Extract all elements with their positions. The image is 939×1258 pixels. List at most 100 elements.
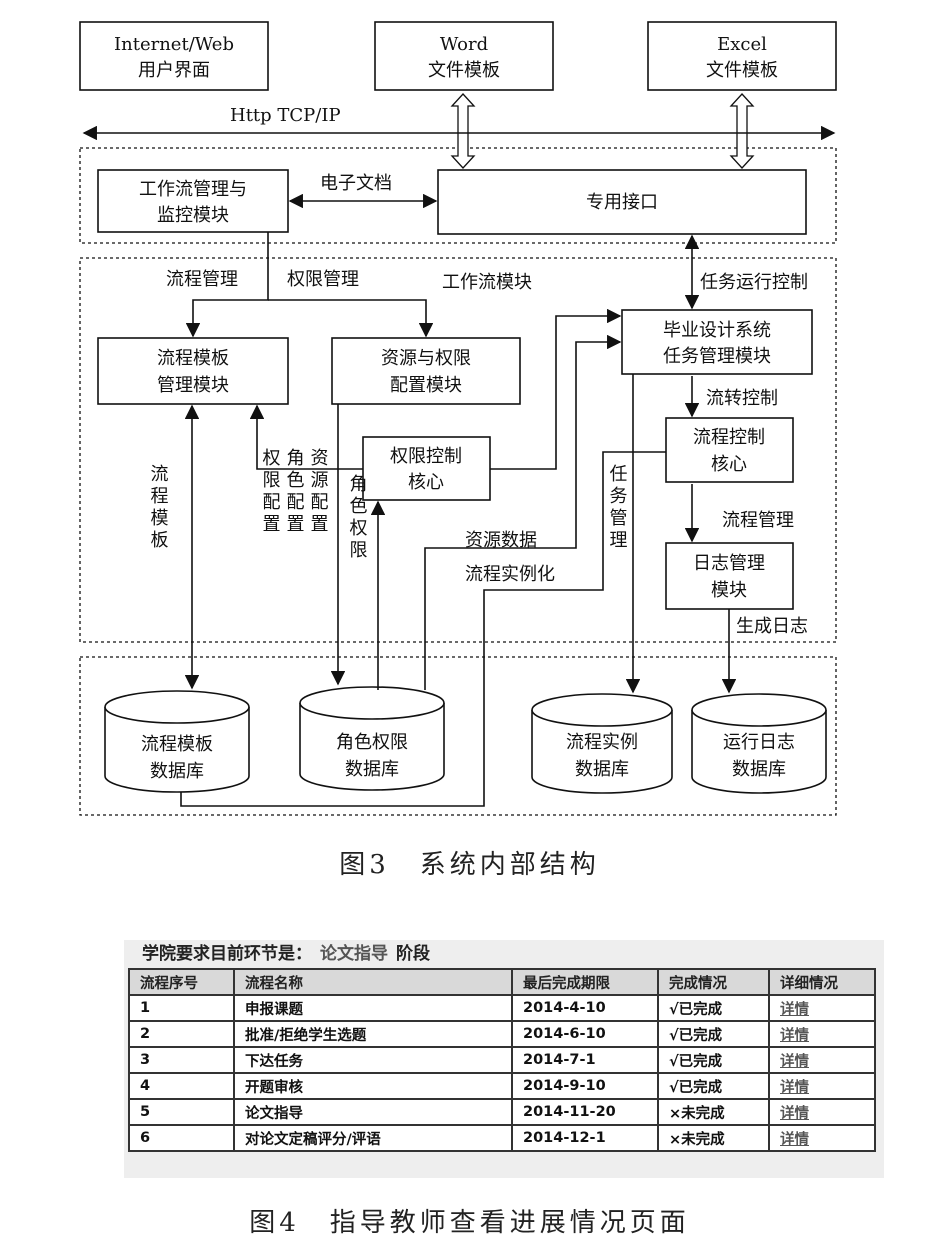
workflow-monitor-label-line1: 工作流管理与 [139, 179, 247, 200]
resource-config-vertical-label: 资源配置 [308, 448, 329, 536]
row-status: ×未完成 [657, 1098, 770, 1126]
resource-data-label: 资源数据 [465, 530, 537, 551]
row-seq: 6 [128, 1124, 235, 1152]
system-architecture-diagram: Internet/Web 用户界面 Word 文件模板 Excel 文件模板 工… [79, 21, 837, 816]
flow-control-core-box [665, 417, 794, 483]
table-row: 6 对论文定稿评分/评语 2014-12-1 ×未完成 详情 [128, 1124, 876, 1152]
excel-label-line1: Excel [717, 34, 767, 55]
detail-link[interactable]: 详情 [768, 1046, 876, 1074]
http-label: Http TCP/IP [230, 105, 341, 126]
database-run-log [691, 710, 827, 794]
flow-mgmt-label-2: 流程管理 [722, 510, 794, 531]
row-seq: 2 [128, 1020, 235, 1048]
dedicated-interface-box [437, 169, 807, 235]
internet-web-ui-box [79, 21, 269, 91]
db-log-label-line1: 运行日志 [723, 732, 795, 753]
task-mgmt-vertical-label: 任务管理 [607, 464, 628, 552]
task-mgmt-label-line1: 毕业设计系统 [663, 320, 771, 341]
row-seq: 5 [128, 1098, 235, 1126]
transfer-control-label: 流转控制 [706, 388, 778, 409]
log-mgmt-label-line2: 模块 [711, 580, 747, 601]
workflow-module-label: 工作流模块 [442, 272, 532, 293]
row-seq: 3 [128, 1046, 235, 1074]
row-name: 对论文定稿评分/评语 [233, 1124, 513, 1152]
db-template-label-line1: 流程模板 [141, 734, 213, 755]
database-template [104, 707, 250, 793]
row-deadline: 2014-12-1 [511, 1124, 659, 1152]
flow-template-vertical-label: 流程模板 [148, 464, 169, 552]
flow-instantiation-label: 流程实例化 [465, 564, 555, 585]
database-layer-region [79, 656, 837, 816]
row-name: 开题审核 [233, 1072, 513, 1100]
database-flow-instance [531, 710, 673, 794]
header-name: 流程名称 [233, 968, 513, 996]
row-name: 论文指导 [233, 1098, 513, 1126]
permission-config-vertical-label: 权限配置 [260, 448, 281, 536]
db-instance-label-line1: 流程实例 [566, 732, 638, 753]
flow-mgmt-label: 流程管理 [166, 269, 238, 290]
db-template-label-line2: 数据库 [150, 761, 204, 782]
flow-core-label-line2: 核心 [711, 454, 747, 475]
detail-link[interactable]: 详情 [768, 994, 876, 1022]
header-status: 完成情况 [657, 968, 770, 996]
figure3-caption: 图3 系统内部结构 [339, 850, 600, 880]
row-status: √已完成 [657, 1020, 770, 1048]
internet-label-line2: 用户界面 [138, 60, 210, 81]
internet-label-line1: Internet/Web [114, 34, 234, 55]
table-row: 4 开题审核 2014-9-10 √已完成 详情 [128, 1072, 876, 1100]
row-deadline: 2014-6-10 [511, 1020, 659, 1048]
row-status: √已完成 [657, 1046, 770, 1074]
row-status: ×未完成 [657, 1124, 770, 1152]
resource-config-label-line1: 资源与权限 [381, 348, 471, 369]
log-mgmt-label-line1: 日志管理 [693, 553, 765, 574]
excel-template-box [647, 21, 837, 91]
table-header-row: 流程序号 流程名称 最后完成期限 完成情况 详细情况 [128, 968, 876, 996]
row-deadline: 2014-9-10 [511, 1072, 659, 1100]
permission-core-label-line2: 核心 [408, 472, 444, 493]
row-deadline: 2014-11-20 [511, 1098, 659, 1126]
stage-prefix: 学院要求目前环节是： [142, 944, 312, 964]
stage-current: 论文指导 [320, 944, 388, 964]
current-stage-line: 学院要求目前环节是： 论文指导阶段 [142, 940, 430, 968]
template-mgmt-label-line1: 流程模板 [157, 348, 229, 369]
workflow-monitor-label-line2: 监控模块 [157, 205, 229, 226]
db-instance-label-line2: 数据库 [575, 759, 629, 780]
header-deadline: 最后完成期限 [511, 968, 659, 996]
row-name: 批准/拒绝学生选题 [233, 1020, 513, 1048]
perm-mgmt-label: 权限管理 [287, 269, 359, 290]
generate-log-label: 生成日志 [736, 616, 808, 637]
role-config-vertical-label: 角色配置 [284, 448, 305, 536]
edoc-label: 电子文档 [320, 173, 392, 194]
resource-permission-config-box [331, 337, 521, 405]
detail-link[interactable]: 详情 [768, 1098, 876, 1126]
progress-table: 流程序号 流程名称 最后完成期限 完成情况 详细情况 1 申报课题 2014-4… [128, 968, 876, 1152]
permission-core-label-line1: 权限控制 [390, 446, 462, 467]
header-detail: 详细情况 [768, 968, 876, 996]
word-label-line2: 文件模板 [428, 60, 500, 81]
detail-link[interactable]: 详情 [768, 1072, 876, 1100]
workflow-module-region [79, 257, 837, 643]
progress-page-screenshot: 学院要求目前环节是：论文指导阶段 流程序号 流程名称 最后完成期限 完成情况 详… [124, 940, 884, 1178]
header-seq: 流程序号 [128, 968, 235, 996]
task-run-control-label: 任务运行控制 [700, 272, 808, 293]
word-double-arrow-icon [450, 93, 476, 169]
role-permission-vertical-label: 角色权限 [347, 474, 368, 562]
row-seq: 1 [128, 994, 235, 1022]
dedicated-interface-label: 专用接口 [586, 192, 658, 213]
row-status: √已完成 [657, 1072, 770, 1100]
row-deadline: 2014-7-1 [511, 1046, 659, 1074]
excel-label-line2: 文件模板 [706, 60, 778, 81]
template-management-box [97, 337, 289, 405]
row-name: 申报课题 [233, 994, 513, 1022]
task-mgmt-label-line2: 任务管理模块 [663, 346, 771, 367]
table-row: 3 下达任务 2014-7-1 √已完成 详情 [128, 1046, 876, 1074]
row-deadline: 2014-4-10 [511, 994, 659, 1022]
database-role-permission [299, 703, 445, 791]
table-row: 5 论文指导 2014-11-20 ×未完成 详情 [128, 1098, 876, 1126]
db-role-label-line1: 角色权限 [336, 732, 408, 753]
detail-link[interactable]: 详情 [768, 1124, 876, 1152]
row-name: 下达任务 [233, 1046, 513, 1074]
detail-link[interactable]: 详情 [768, 1020, 876, 1048]
stage-suffix: 阶段 [396, 944, 430, 964]
figure4-caption: 图4 指导教师查看进展情况页面 [249, 1208, 690, 1238]
